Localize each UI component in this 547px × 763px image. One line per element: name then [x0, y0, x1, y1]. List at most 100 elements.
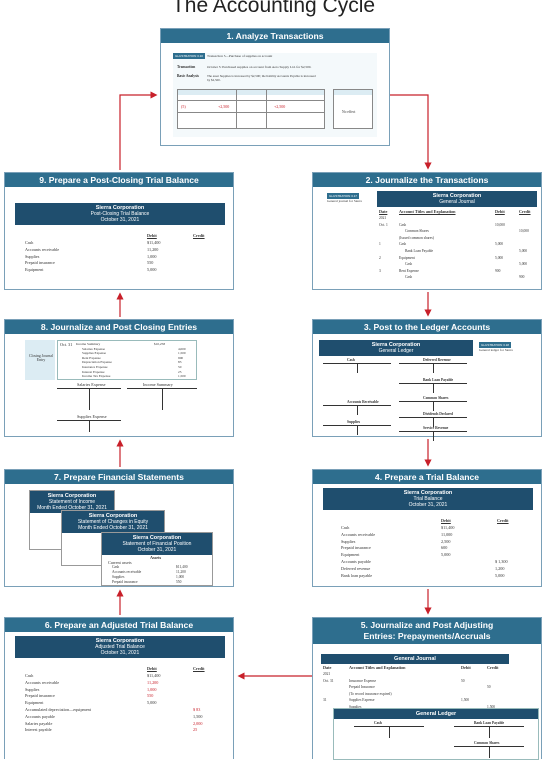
adjusted-tb-subtitle: Adjusted Trial Balance	[95, 644, 145, 650]
closing-entry-amount: 25	[178, 369, 182, 374]
post-closing-account: Prepaid insurance	[25, 260, 55, 266]
position-account: Prepaid insurance	[112, 580, 138, 584]
journal-col-header: Date	[379, 209, 388, 214]
journal-cell: Cash	[399, 242, 407, 247]
company-name: Sierra Corporation	[132, 535, 182, 541]
t-account-title: Cash	[347, 358, 355, 362]
step-4-heading: 4. Prepare a Trial Balance	[313, 470, 541, 484]
journal-col-header: Credit	[519, 209, 531, 214]
adj-journal-cell: Prepaid Insurance	[349, 685, 375, 689]
trial-balance-account: Deferred revenue	[341, 565, 371, 571]
adjusted-tb-account: Accounts receivable	[25, 679, 60, 685]
adj-journal-col-header: Credit	[487, 665, 499, 670]
assets-label: Assets	[150, 555, 162, 560]
closing-entry-account: Rent Expense	[82, 355, 101, 360]
adjusted-tb-account: Supplies	[25, 686, 40, 692]
adjusted-tb-credit: 25	[193, 727, 198, 733]
journal-cell: Oct. 1	[379, 222, 388, 227]
trial-balance-debit: 2,500	[441, 538, 451, 544]
step-5-heading: 5. Journalize and Post Adjusting Entries…	[313, 618, 541, 644]
journal-cell: 5,000	[519, 262, 528, 267]
income-title: Statement of Income	[48, 499, 96, 505]
illustration-tag-3: ILLUSTRATION 3.18	[479, 342, 511, 348]
adjusted-tb-panel: Sierra Corporation Adjusted Trial Balanc…	[15, 636, 225, 760]
transaction-label: Transaction	[177, 65, 196, 69]
position-amount: 11,200	[176, 570, 186, 574]
trial-balance-credit: $ 1,300	[495, 559, 508, 564]
closing-t-accounts: Salaries Expense Income Summary Supplies…	[57, 382, 197, 434]
t-account-divider	[357, 425, 358, 435]
journal-cell: 3	[379, 268, 381, 273]
journal-cell: 2	[379, 255, 381, 260]
step-1-analyze: 1. Analyze Transactions ILLUSTRATION 3.1…	[160, 28, 390, 146]
adj-journal-cell: (To record insurance expired)	[349, 691, 392, 696]
company-name: Sierra Corporation	[47, 493, 97, 499]
journal-head: Sierra Corporation General Journal	[377, 191, 537, 207]
adj-ledger-divider	[389, 726, 390, 738]
trial-balance-debit: 11,000	[441, 531, 453, 537]
adj-journal-cell: 1,500	[487, 704, 496, 709]
journal-subtitle: General Journal	[439, 199, 475, 205]
t-account-title: Dividends Declared	[423, 412, 453, 416]
closing-entry-amount: 50	[178, 365, 182, 369]
journal-cell: Rent Expense	[399, 268, 419, 273]
trial-balance-account: Equipment	[341, 552, 360, 558]
position-amount: 550	[176, 580, 182, 584]
journal-cell: 5,000	[519, 249, 528, 253]
post-closing-date: October 31, 2021	[100, 217, 140, 223]
illustration-caption: Transaction 5—Purchase of supplies on ac…	[207, 54, 273, 58]
position-date: October 31, 2021	[137, 547, 177, 553]
closing-entry-account: Depreciation Expense	[82, 360, 112, 365]
adj-ledger-title: Bank Loan Payable	[474, 721, 505, 725]
closing-entry-amount: 1,500	[178, 374, 186, 379]
ledger-head: Sierra Corporation General Ledger	[319, 340, 473, 356]
adj-journal-cell: Oct. 31	[323, 678, 334, 683]
closing-entry-account: Supplies Expense	[82, 351, 107, 356]
adjusted-tb-date: October 31, 2021	[100, 650, 140, 656]
trial-balance-account: Supplies	[341, 538, 356, 544]
company-name: Sierra Corporation	[432, 193, 482, 199]
journal-cell: Equipment	[399, 255, 415, 260]
journal-cell: 10,000	[495, 222, 505, 227]
diagram-title: The Accounting Cycle	[171, 0, 376, 17]
adj-journal-cell: Insurance Expense	[349, 678, 377, 683]
adj-journal-cell: Supplies	[349, 704, 362, 709]
basic-analysis-text: The asset Supplies is increased by $2,50…	[207, 74, 316, 82]
t-account-title: Common Shares	[423, 396, 449, 400]
t-account-title: Accounts Receivable	[347, 400, 379, 404]
journal-cell: 1	[379, 242, 381, 247]
adj-ledger-divider	[489, 726, 490, 738]
post-closing-account: Supplies	[25, 253, 40, 259]
t-account-salaries: Salaries Expense	[77, 382, 106, 387]
trial-balance-head: Sierra Corporation Trial Balance October…	[323, 488, 533, 510]
trial-balance-debit: 5,000	[441, 552, 451, 558]
adjust-marker: (5)	[181, 104, 186, 109]
trial-balance-account: Cash	[341, 525, 350, 530]
trial-balance-date: October 31, 2021	[408, 502, 448, 508]
adj-journal-cell: 50	[461, 678, 465, 683]
step-2-heading: 2. Journalize the Transactions	[313, 173, 541, 187]
t-account-supplies: Supplies Expense	[77, 414, 107, 419]
ledger-subtitle: General Ledger	[378, 348, 414, 354]
post-closing-debit: $11,400	[147, 240, 161, 245]
adjusted-tb-credit: 2,000	[193, 720, 203, 726]
journal-cell: 900	[495, 268, 501, 273]
credit-header: Credit	[193, 666, 205, 671]
t-account-divider	[433, 431, 434, 441]
journal-cell: 2021	[379, 216, 387, 220]
journal-cell: Common Shares	[405, 229, 429, 234]
adj-journal-cell: 1,500	[461, 698, 470, 702]
adj-journal-cell: Supplies Expense	[349, 698, 375, 702]
post-closing-panel: Sierra Corporation Post-Closing Trial Ba…	[15, 203, 225, 285]
step-7-heading: 7. Prepare Financial Statements	[5, 470, 233, 484]
closing-entry-account: Interest Expense	[82, 369, 105, 374]
